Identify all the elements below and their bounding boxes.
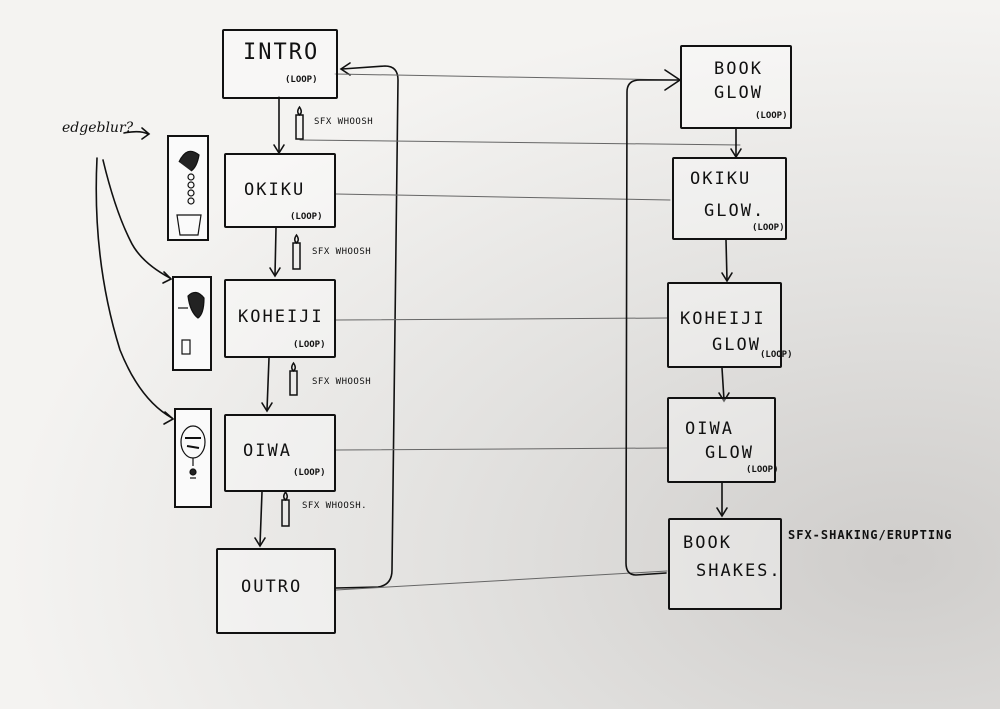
koheiji-label: KOHEIJI — [238, 307, 324, 327]
sfx-shaking-label: SFX-SHAKING/ERUPTING — [788, 528, 953, 542]
book-shakes-line1: BOOK — [683, 533, 732, 553]
koheiji-glow-line1: KOHEIJI — [680, 309, 766, 329]
intro-box — [222, 29, 338, 99]
okiku-box — [224, 153, 336, 228]
outro-label: OUTRO — [241, 577, 303, 597]
book-shakes-line2: SHAKES. — [696, 561, 782, 581]
oiwa-glow-loop-label: (LOOP) — [746, 465, 779, 475]
oiwa-glow-line1: OIWA — [685, 419, 734, 439]
koheiji-glow-loop-label: (LOOP) — [760, 350, 793, 360]
arrow-koheiji-glow-to-oiwa-glow — [721, 367, 725, 401]
koheiji-sketch-icon — [178, 291, 205, 355]
sfx-label: SFX WHOOSH — [312, 377, 372, 387]
book-glow-line1: BOOK — [714, 59, 763, 79]
okiku-label: OKIKU — [244, 180, 306, 200]
okiku-glow-line2: GLOW. — [704, 201, 766, 221]
outro-box — [216, 548, 336, 634]
edgeblur-note: edgeblur? — [62, 120, 134, 136]
candle-icon — [289, 370, 298, 396]
intro-loop-label: (LOOP) — [285, 75, 318, 85]
koheiji-glow-box — [667, 282, 782, 368]
okiku-glow-loop-label: (LOOP) — [752, 223, 785, 233]
book-glow-line2: GLOW — [714, 83, 763, 103]
oiwa-glow-box — [667, 397, 776, 483]
okiku-loop-label: (LOOP) — [290, 212, 323, 222]
arrow-oiwa-to-outro — [259, 491, 263, 546]
koheiji-glow-line2: GLOW — [712, 335, 761, 355]
right-loop-back-line — [625, 79, 679, 576]
okiku-sketch-icon — [176, 150, 202, 236]
koheiji-loop-label: (LOOP) — [293, 340, 326, 350]
oiwa-sketch-icon — [180, 425, 206, 479]
sfx-label: SFX WHOOSH. — [302, 501, 368, 511]
oiwa-box — [224, 414, 336, 492]
book-glow-box — [680, 45, 792, 129]
candle-icon — [292, 242, 301, 270]
candle-icon — [281, 499, 290, 527]
loop-back-line — [335, 65, 399, 589]
oiwa-glow-line2: GLOW — [705, 443, 754, 463]
arrow-okiku-to-koheiji — [274, 227, 277, 276]
arrow-koheiji-to-oiwa — [266, 357, 270, 411]
intro-label: INTRO — [243, 40, 320, 65]
candle-icon — [295, 114, 304, 140]
koheiji-box — [224, 279, 336, 358]
book-shakes-box — [668, 518, 782, 610]
koheiji-thumbnail — [172, 276, 212, 371]
arrow-okiku-glow-to-koheiji-glow — [725, 239, 728, 281]
oiwa-thumbnail — [174, 408, 212, 508]
okiku-glow-line1: OKIKU — [690, 169, 752, 189]
oiwa-label: OIWA — [243, 441, 292, 461]
book-glow-loop-label: (LOOP) — [755, 111, 788, 121]
sfx-label: SFX WHOOSH — [314, 117, 374, 127]
okiku-thumbnail — [167, 135, 209, 241]
sfx-label: SFX WHOOSH — [312, 247, 372, 257]
okiku-glow-box — [672, 157, 787, 240]
oiwa-loop-label: (LOOP) — [293, 468, 326, 478]
